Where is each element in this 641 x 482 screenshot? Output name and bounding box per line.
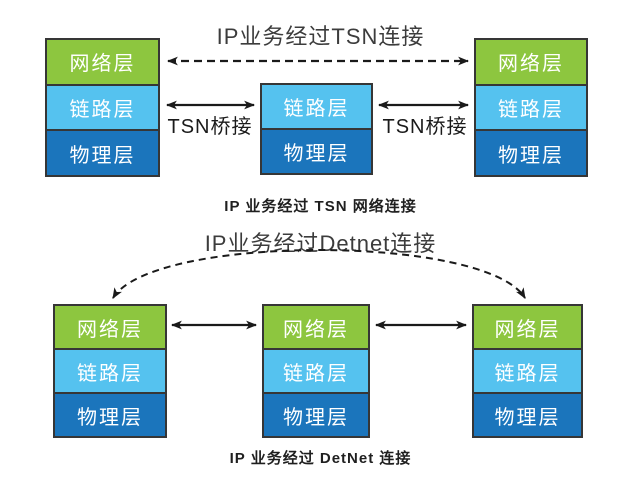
tsn-diagram-caption: IP 业务经过 TSN 网络连接 <box>224 198 417 215</box>
network-layer-cell: 网络层 <box>264 306 368 348</box>
detnet-left-node-stack: 网络层 链路层 物理层 <box>53 304 167 438</box>
physical-layer-cell: 物理层 <box>474 392 581 436</box>
tsn-diagram-title: IP业务经过TSN连接 <box>216 24 425 49</box>
link-layer-cell: 链路层 <box>55 348 165 392</box>
physical-layer-cell: 物理层 <box>55 392 165 436</box>
link-layer-cell: 链路层 <box>264 348 368 392</box>
network-layer-cell: 网络层 <box>55 306 165 348</box>
link-layer-cell: 链路层 <box>47 83 158 130</box>
tsn-left-endpoint-stack: 网络层 链路层 物理层 <box>45 38 160 177</box>
tsn-bridge-label-right: TSN桥接 <box>382 116 468 138</box>
detnet-diagram-title: IP业务经过Detnet连接 <box>204 231 437 256</box>
network-layer-cell: 网络层 <box>474 306 581 348</box>
detnet-middle-node-stack: 网络层 链路层 物理层 <box>262 304 370 438</box>
physical-layer-cell: 物理层 <box>47 129 158 176</box>
physical-layer-cell: 物理层 <box>262 128 371 173</box>
link-layer-cell: 链路层 <box>476 83 586 130</box>
detnet-right-node-stack: 网络层 链路层 物理层 <box>472 304 583 438</box>
network-layer-cell: 网络层 <box>476 40 586 84</box>
tsn-bridge-stack: 链路层 物理层 <box>260 83 373 175</box>
tsn-right-endpoint-stack: 网络层 链路层 物理层 <box>474 38 588 177</box>
detnet-diagram-caption: IP 业务经过 DetNet 连接 <box>229 450 412 467</box>
link-layer-cell: 链路层 <box>474 348 581 392</box>
tsn-bridge-label-left: TSN桥接 <box>167 116 253 138</box>
physical-layer-cell: 物理层 <box>264 392 368 436</box>
network-layer-cell: 网络层 <box>47 40 158 84</box>
link-layer-cell: 链路层 <box>262 85 371 128</box>
physical-layer-cell: 物理层 <box>476 129 586 176</box>
